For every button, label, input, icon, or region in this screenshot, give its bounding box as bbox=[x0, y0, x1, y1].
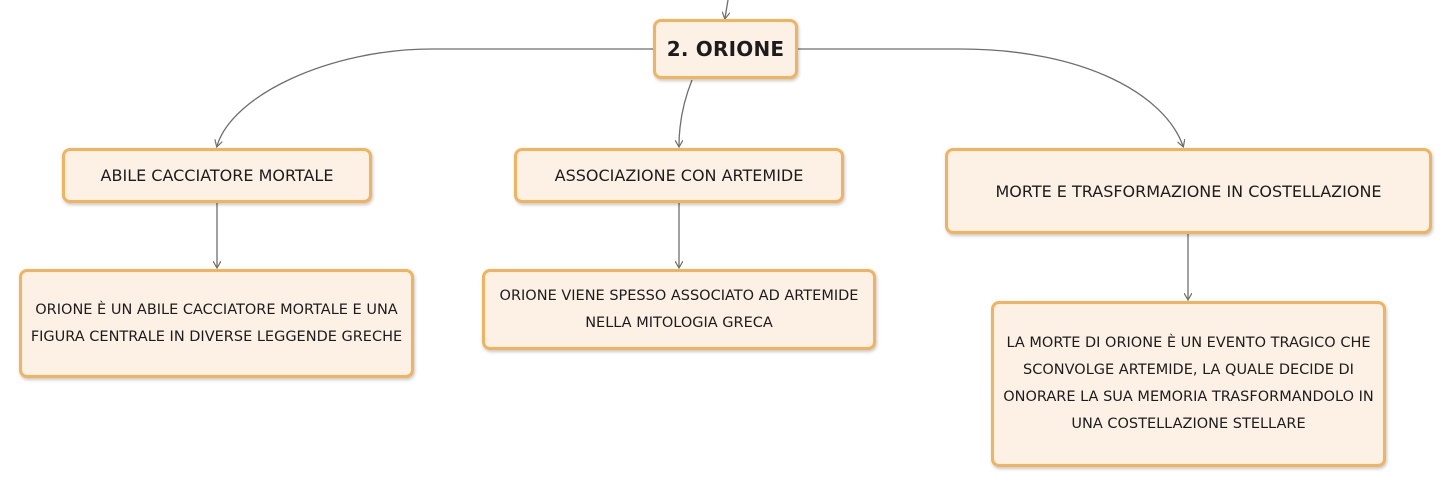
detail-node-artemis[interactable]: ORIONE VIENE SPESSO ASSOCIATO AD ARTEMID… bbox=[482, 269, 876, 350]
detail-node-death-constellation[interactable]: LA MORTE DI ORIONE È UN EVENTO TRAGICO C… bbox=[991, 301, 1386, 467]
connector-parent-to-root bbox=[725, 0, 728, 18]
connector-root-to-topic-3 bbox=[798, 48, 1183, 146]
detail-node-hunter[interactable]: ORIONE È UN ABILE CACCIATORE MORTALE E U… bbox=[19, 269, 414, 378]
connector-root-to-topic-1 bbox=[217, 48, 653, 146]
topic-node-label: ABILE CACCIATORE MORTALE bbox=[100, 166, 334, 185]
topic-node-death-constellation[interactable]: MORTE E TRASFORMAZIONE IN COSTELLAZIONE bbox=[945, 148, 1432, 234]
detail-node-label: ORIONE VIENE SPESSO ASSOCIATO AD ARTEMID… bbox=[499, 287, 859, 331]
detail-node-label: ORIONE È UN ABILE CACCIATORE MORTALE E U… bbox=[30, 301, 403, 345]
topic-node-artemis[interactable]: ASSOCIAZIONE CON ARTEMIDE bbox=[514, 148, 844, 203]
topic-node-hunter[interactable]: ABILE CACCIATORE MORTALE bbox=[62, 148, 372, 203]
root-node[interactable]: 2. ORIONE bbox=[653, 19, 798, 79]
root-node-label: 2. ORIONE bbox=[666, 37, 785, 61]
topic-node-label: ASSOCIAZIONE CON ARTEMIDE bbox=[554, 166, 804, 185]
topic-node-label: MORTE E TRASFORMAZIONE IN COSTELLAZIONE bbox=[995, 181, 1382, 201]
connector-root-to-topic-2 bbox=[679, 79, 693, 146]
detail-node-label: LA MORTE DI ORIONE È UN EVENTO TRAGICO C… bbox=[1003, 335, 1374, 432]
